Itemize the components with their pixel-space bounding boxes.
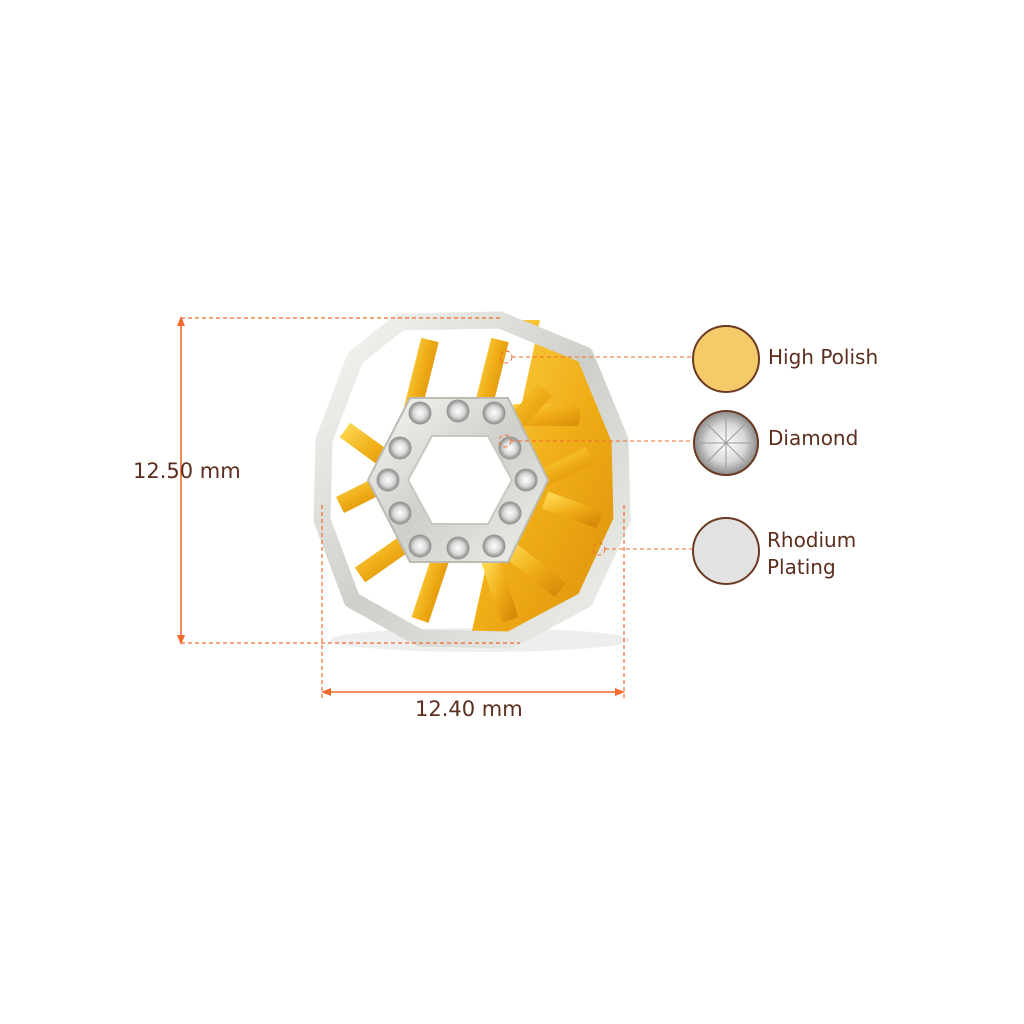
width-label: 12.40 mm (415, 697, 523, 721)
diamond-swatch (693, 410, 759, 476)
height-dimension (177, 316, 520, 645)
legend-label-rhodium-line1: Rhodium (767, 528, 857, 552)
earring-image (313, 311, 631, 652)
high-polish-swatch (692, 325, 760, 393)
width-dimension (321, 505, 625, 698)
legend-label-rhodium-line2: Plating (767, 555, 836, 579)
legend-label-high-polish: High Polish (768, 345, 879, 369)
legend-leaders (498, 350, 692, 556)
legend-label-rhodium-plating: Rhodium Plating (767, 527, 856, 581)
height-label: 12.50 mm (133, 459, 241, 483)
rhodium-plating-swatch (692, 517, 760, 585)
legend-label-diamond: Diamond (768, 426, 859, 450)
